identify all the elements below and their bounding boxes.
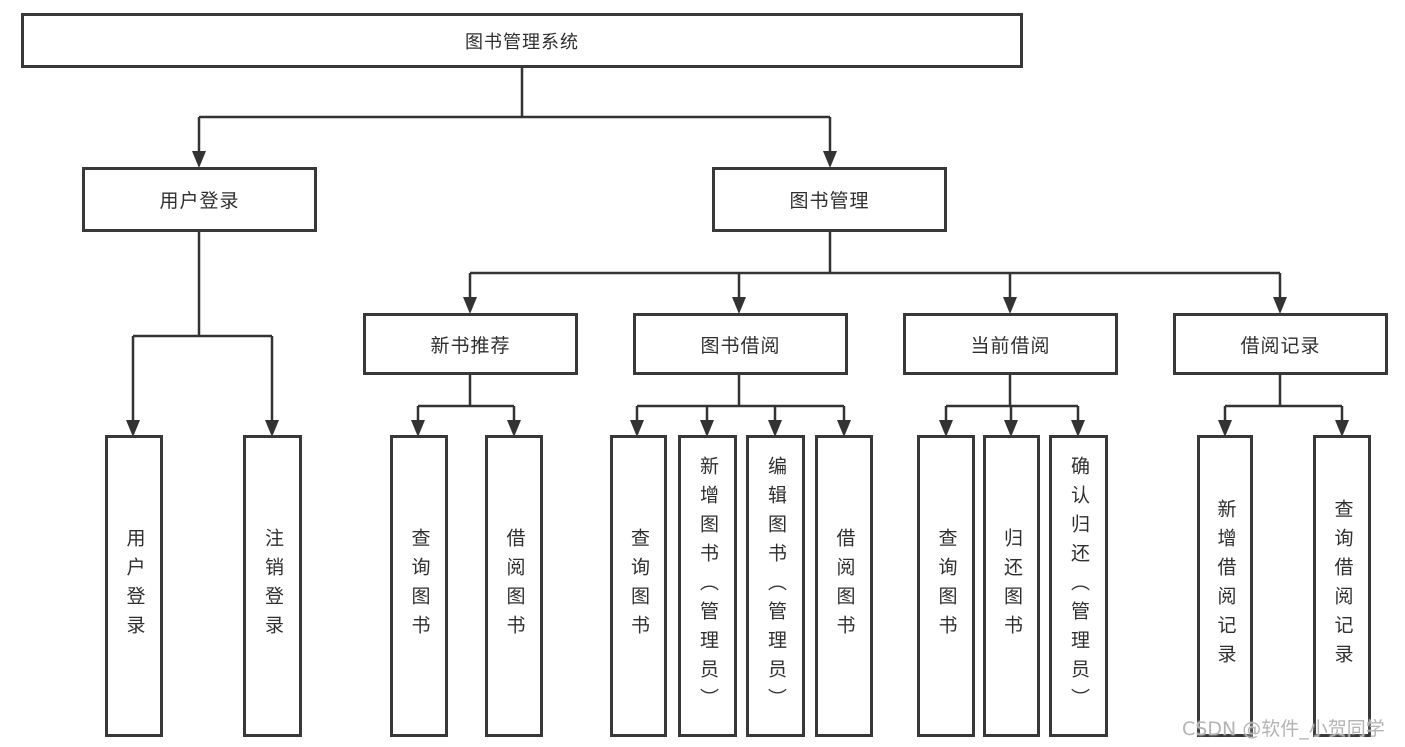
leaf-cb-confirm-return-admin: 确认归还（管理员）: [1049, 435, 1108, 737]
leaf-cb-return-books: 归还图书: [983, 435, 1040, 737]
leaf-bb-borrow-books: 借阅图书: [815, 435, 873, 737]
leaf-logout: 注销登录: [243, 435, 302, 737]
leaf-br-query-record: 查询借阅记录: [1313, 435, 1371, 737]
leaf-bb-query-books: 查询图书: [610, 435, 667, 737]
leaf-bb-add-books-admin: 新增图书（管理员）: [678, 435, 737, 737]
leaf-nbr-borrow-books: 借阅图书: [485, 435, 543, 737]
node-new-book-recommend: 新书推荐: [363, 313, 578, 375]
node-borrow-records: 借阅记录: [1173, 313, 1388, 375]
leaf-br-add-record: 新增借阅记录: [1197, 435, 1253, 737]
leaf-user-login: 用户登录: [105, 435, 163, 737]
leaf-bb-edit-books-admin: 编辑图书（管理员）: [746, 435, 805, 737]
node-root: 图书管理系统: [21, 13, 1023, 68]
node-current-borrow: 当前借阅: [903, 313, 1118, 375]
node-book-borrow: 图书借阅: [633, 313, 848, 375]
node-book-management: 图书管理: [712, 167, 947, 232]
leaf-cb-query-books: 查询图书: [917, 435, 975, 737]
node-user-login: 用户登录: [82, 167, 317, 232]
leaf-nbr-query-books: 查询图书: [390, 435, 448, 737]
csdn-watermark: CSDN @软件_小贺同学: [1182, 718, 1385, 740]
